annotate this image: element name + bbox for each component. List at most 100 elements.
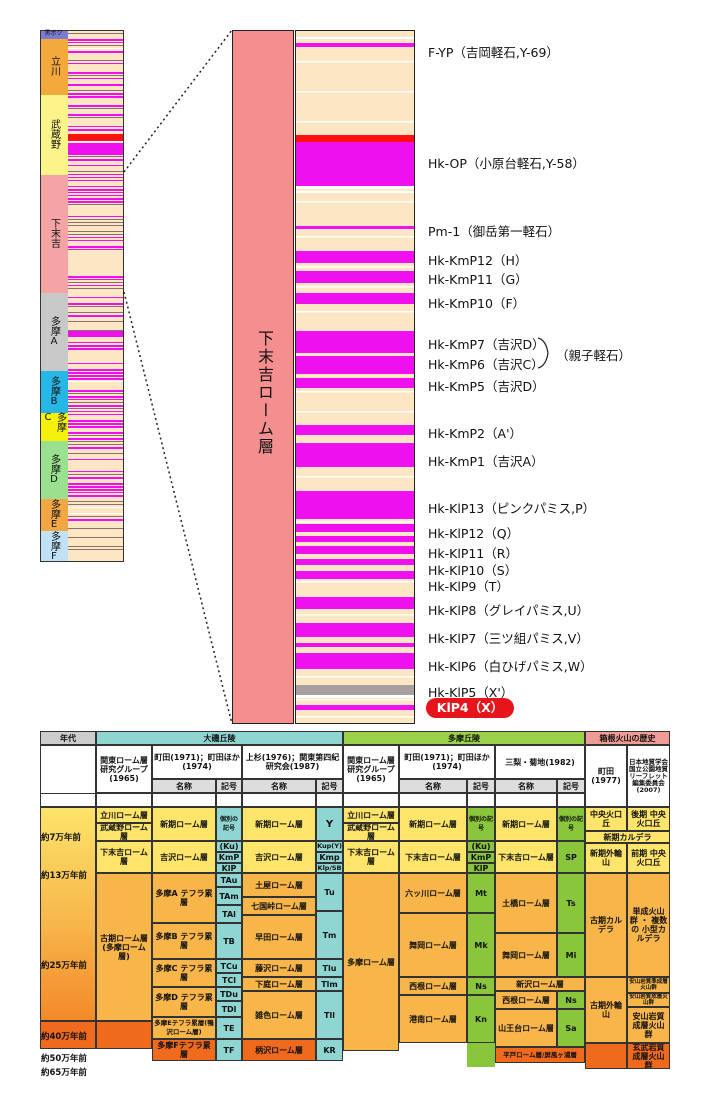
detail-tephra-band — [296, 191, 414, 193]
overview-stripe — [68, 402, 123, 403]
age-label: 約25万年前 — [41, 961, 87, 971]
tama-cell: 下末吉ローム層 — [495, 841, 557, 873]
oiso-symbol: TCl — [216, 973, 242, 987]
tephra-label: Hk-OP（小原台軽石,Y-58） — [428, 156, 585, 171]
tama-cell: 西根ローム層 — [399, 977, 467, 995]
overview-stripe — [68, 72, 123, 74]
oiso-symbol: Y — [316, 807, 343, 841]
age-label: 約65万年前 — [41, 1068, 87, 1078]
detail-separator — [296, 201, 414, 203]
overview-layer-label: 多摩C — [42, 412, 66, 432]
header-name: 名称 — [495, 779, 557, 793]
overview-stripe — [68, 432, 123, 434]
oiso-symbol: KlP — [216, 863, 242, 873]
overview-layer-color — [41, 39, 68, 95]
oiso-cell: 下末吉ローム層 — [96, 841, 152, 873]
overview-stripe — [68, 495, 123, 497]
overview-stripe — [68, 330, 123, 331]
overview-stripe — [68, 159, 123, 161]
tephra-label: Hk-KlP5（X'） — [428, 685, 514, 700]
tama-cell: 下末吉ローム層 — [399, 841, 467, 873]
kip4-badge: KlP4（X） — [426, 698, 514, 718]
tephra-label: Hk-KmP11（G） — [428, 272, 528, 287]
hakone-cell: 古期カルデラ — [585, 873, 627, 977]
overview-stripe — [68, 504, 123, 505]
oiso-symbol: TE — [216, 1017, 242, 1039]
tama-cell: 舞岡ローム層 — [399, 913, 467, 977]
overview-stripe — [68, 174, 123, 175]
detail-separator — [296, 476, 414, 478]
header-hakone: 箱根火山の歴史 — [585, 731, 670, 745]
tama-cell: 舞岡ローム層 — [495, 933, 557, 977]
hakone-cell: 新期外輪山 — [585, 843, 627, 873]
header-col: 関東ローム層研究グループ(1965) — [96, 745, 152, 793]
overview-layer-color — [41, 441, 68, 499]
overview-stripe — [68, 501, 123, 502]
tama-cell: 下末吉ローム層 — [343, 841, 399, 873]
hakone-cell: 前期 中央火口丘 — [627, 843, 670, 873]
header-symbol: 記号 — [557, 779, 585, 793]
overview-stripe — [68, 114, 123, 116]
overview-stripe — [68, 279, 123, 280]
detail-tephra-band — [296, 356, 414, 374]
overview-layer-label: 黒ボク — [44, 30, 63, 37]
overview-stripe — [68, 108, 123, 109]
overview-stripe — [68, 363, 123, 364]
oiso-symbol: 個別の記号 — [216, 807, 242, 841]
overview-stripe — [68, 192, 123, 193]
detail-tephra-band — [296, 226, 414, 229]
overview-stripe — [68, 444, 123, 445]
overview-stripe — [68, 84, 123, 86]
header-col: 三梨・菊地(1982) — [495, 745, 585, 779]
tama-cell: 新期ローム層 — [399, 807, 467, 841]
header-name: 名称 — [399, 779, 467, 793]
age-label: 約7万年前 — [41, 833, 81, 843]
header-col: 町田(1977) — [585, 745, 627, 807]
overview-stripe — [68, 96, 123, 98]
overview-stripe — [68, 186, 123, 187]
header-tama: 多摩丘陵 — [343, 731, 585, 745]
overview-layer-color — [41, 531, 68, 561]
tephra-label: F-YP（吉岡軽石,Y-69） — [428, 45, 559, 60]
hakone-cell: 安山岩質準成層火山群 — [627, 977, 670, 993]
detail-tephra-band — [296, 186, 414, 189]
oiso-symbol: KmP — [216, 852, 242, 863]
detail-separator — [296, 91, 414, 93]
bracket-icon — [537, 337, 549, 369]
oiso-cell: 立川ローム層 — [96, 807, 152, 823]
tama-symbol: Sa — [557, 1009, 585, 1047]
overview-stripe — [68, 60, 123, 61]
oiso-symbol: TB — [216, 923, 242, 959]
overview-stripe — [68, 129, 123, 131]
tama-symbol: Mk — [467, 913, 495, 977]
oiso-cell: 土屋ローム層 — [242, 873, 316, 897]
overview-stripe — [68, 396, 123, 398]
tephra-label: Hk-KlP11（R） — [428, 546, 518, 561]
overview-stripe — [68, 39, 123, 41]
header-blank — [96, 793, 152, 807]
tephra-label: Hk-KlP7（三ツ組パミス,V） — [428, 631, 589, 646]
overview-stripe — [68, 306, 123, 307]
detail-tephra-band — [296, 293, 414, 304]
oiso-cell: 雑色ローム層 — [242, 991, 316, 1039]
oiso-symbol: Klp/SB — [316, 863, 343, 873]
tama-symbol: Kn — [467, 995, 495, 1043]
oiso-symbol: Tu — [316, 873, 343, 911]
overview-stripe — [68, 348, 123, 350]
hakone-cell: 中央火口丘 — [585, 807, 627, 831]
detail-tephra-band — [296, 571, 414, 579]
overview-stripe — [68, 198, 123, 200]
overview-stripe — [68, 222, 123, 223]
overview-stripe — [68, 204, 123, 205]
tama-symbol — [467, 1043, 495, 1067]
overview-layer-label: 多摩B — [48, 375, 60, 407]
header-symbol: 記号 — [316, 779, 343, 793]
overview-layer-color — [41, 175, 68, 293]
overview-layer-color — [41, 371, 68, 413]
detail-layer-bar — [232, 30, 294, 724]
header-col: 関東ローム層研究グループ(1965) — [343, 745, 399, 793]
overview-layer-label: 武蔵野 — [48, 119, 60, 149]
overview-stripe — [68, 63, 123, 64]
detail-separator — [296, 699, 414, 701]
tephra-label: Hk-KmP12（H） — [428, 253, 528, 268]
